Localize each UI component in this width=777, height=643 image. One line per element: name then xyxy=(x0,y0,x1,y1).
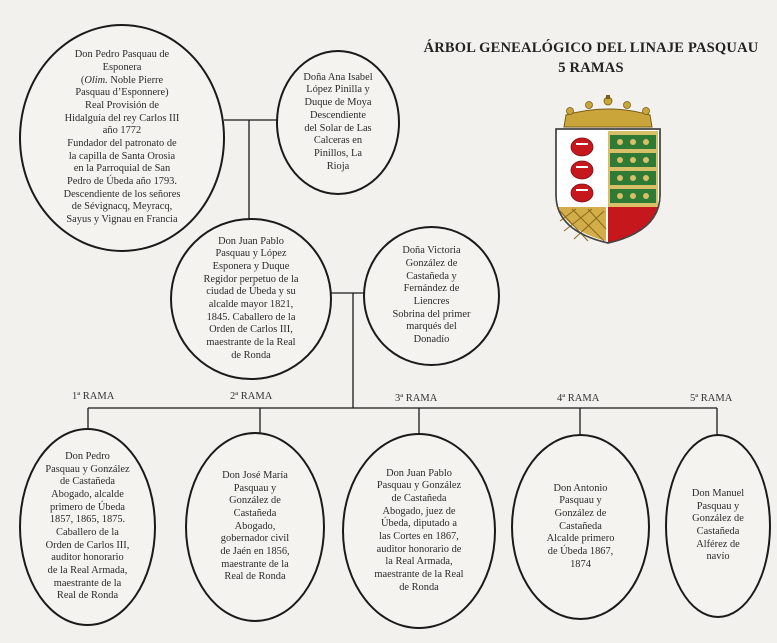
person-pedro-pasquau-gonzalez: Don Pedro Pasquau y González de Castañed… xyxy=(19,428,156,626)
person-manuel-pasquau: Don Manuel Pasquau y González de Castañe… xyxy=(665,434,771,618)
victoria-text: Doña Victoria González de Castañeda y Fe… xyxy=(392,245,471,346)
juan-pablo-sr-text: Don Juan Pablo Pasquau y López Esponera … xyxy=(203,235,299,361)
person-juan-pablo-pasquau-lopez: Don Juan Pablo Pasquau y López Esponera … xyxy=(170,218,332,380)
person-antonio-pasquau: Don Antonio Pasquau y González de Castañ… xyxy=(511,434,650,620)
pedro-pasquau-olim: Olim. xyxy=(84,74,108,86)
ana-isabel-text: Doña Ana Isabel López Pinilla y Duque de… xyxy=(303,71,373,172)
person-jose-maria-pasquau: Don José María Pasquau y González de Cas… xyxy=(185,432,325,622)
title-line-1: ÁRBOL GENEALÓGICO DEL LINAJE PASQUAU xyxy=(423,40,759,56)
person-ana-isabel-lopez-pinilla: Doña Ana Isabel López Pinilla y Duque de… xyxy=(276,50,400,195)
branch-label-1: 1ª RAMA xyxy=(72,391,115,402)
person-pedro-pasquau-de-esponera: Don Pedro Pasquau de Esponera (Olim. Nob… xyxy=(19,24,225,252)
jose-maria-text: Don José María Pasquau y González de Cas… xyxy=(220,469,290,583)
branch-label-4: 4ª RAMA xyxy=(557,393,600,404)
coat-of-arms-icon xyxy=(555,95,661,244)
pedro-pasquau-text-1: Don Pedro Pasquau de Esponera ( xyxy=(74,49,170,86)
antonio-text: Don Antonio Pasquau y González de Castañ… xyxy=(546,482,615,570)
tree-title: ÁRBOL GENEALÓGICO DEL LINAJE PASQUAU 5 R… xyxy=(405,38,777,79)
branch-label-2: 2ª RAMA xyxy=(230,391,273,402)
juan-pablo-jr-text: Don Juan Pablo Pasquau y González de Cas… xyxy=(374,467,464,593)
crown-icon xyxy=(563,95,653,128)
pedro-pasquau-text-2: Noble Pierre Pasquau d’Esponnere) Real P… xyxy=(63,74,181,226)
branch-label-5: 5ª RAMA xyxy=(690,393,733,404)
branch-label-3: 3ª RAMA xyxy=(395,393,438,404)
title-line-2: 5 RAMAS xyxy=(558,60,624,77)
pedro-gonzalez-text: Don Pedro Pasquau y González de Castañed… xyxy=(45,450,130,602)
person-victoria-gonzalez-castaneda: Doña Victoria González de Castañeda y Fe… xyxy=(363,226,500,366)
person-juan-pablo-pasquau-gonzalez: Don Juan Pablo Pasquau y González de Cas… xyxy=(342,433,496,629)
manuel-text: Don Manuel Pasquau y González de Castañe… xyxy=(691,487,745,563)
